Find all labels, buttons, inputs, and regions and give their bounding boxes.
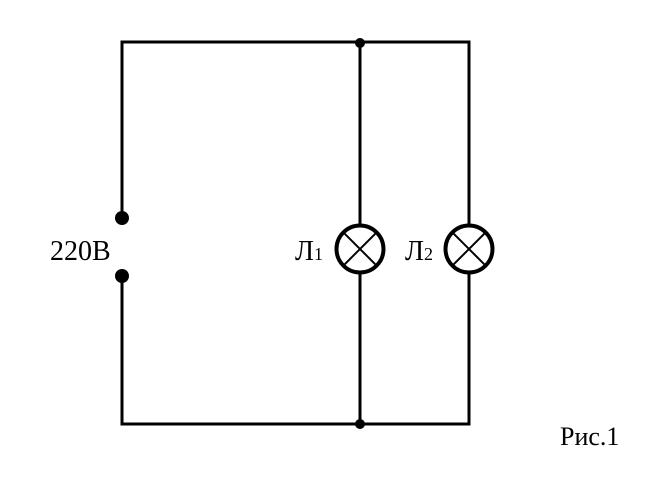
lamp-2-label: Л2 [405, 236, 433, 267]
wire-left-top [120, 40, 471, 228]
terminal-top [115, 211, 129, 225]
voltage-label: 220В [50, 236, 111, 267]
lamp-1-symbol [334, 223, 386, 275]
lamp-1-label: Л1 [295, 236, 323, 267]
junction-top [355, 38, 365, 48]
figure-caption: Рис.1 [560, 422, 619, 451]
lamp-2-symbol [443, 223, 495, 275]
terminal-bottom [115, 269, 129, 283]
wire-left-bottom [120, 271, 471, 426]
junction-bottom [355, 419, 365, 429]
